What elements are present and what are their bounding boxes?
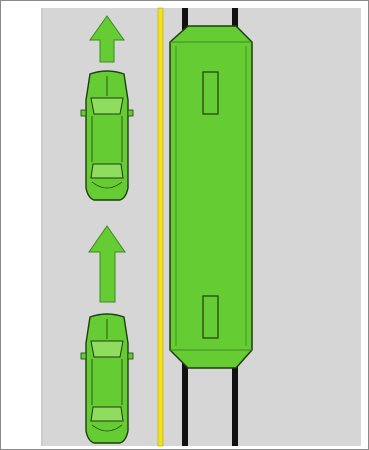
car-upper-rear-window [91, 164, 123, 178]
car-upper-windshield [91, 98, 123, 114]
tram-roof-unit-rear [203, 296, 218, 338]
sidewalk [8, 8, 42, 446]
car-upper-mirror-right [128, 110, 133, 116]
car-lower [81, 314, 133, 443]
tram-roof-unit-front [203, 72, 218, 114]
tram [170, 26, 252, 368]
car-upper [81, 71, 133, 200]
car-lower-mirror-left [81, 353, 86, 359]
car-lower-mirror-right [128, 353, 133, 359]
car-lower-rear-window [91, 407, 123, 421]
car-lower-windshield [91, 341, 123, 357]
car-upper-mirror-left [81, 110, 86, 116]
center-line [158, 8, 163, 446]
